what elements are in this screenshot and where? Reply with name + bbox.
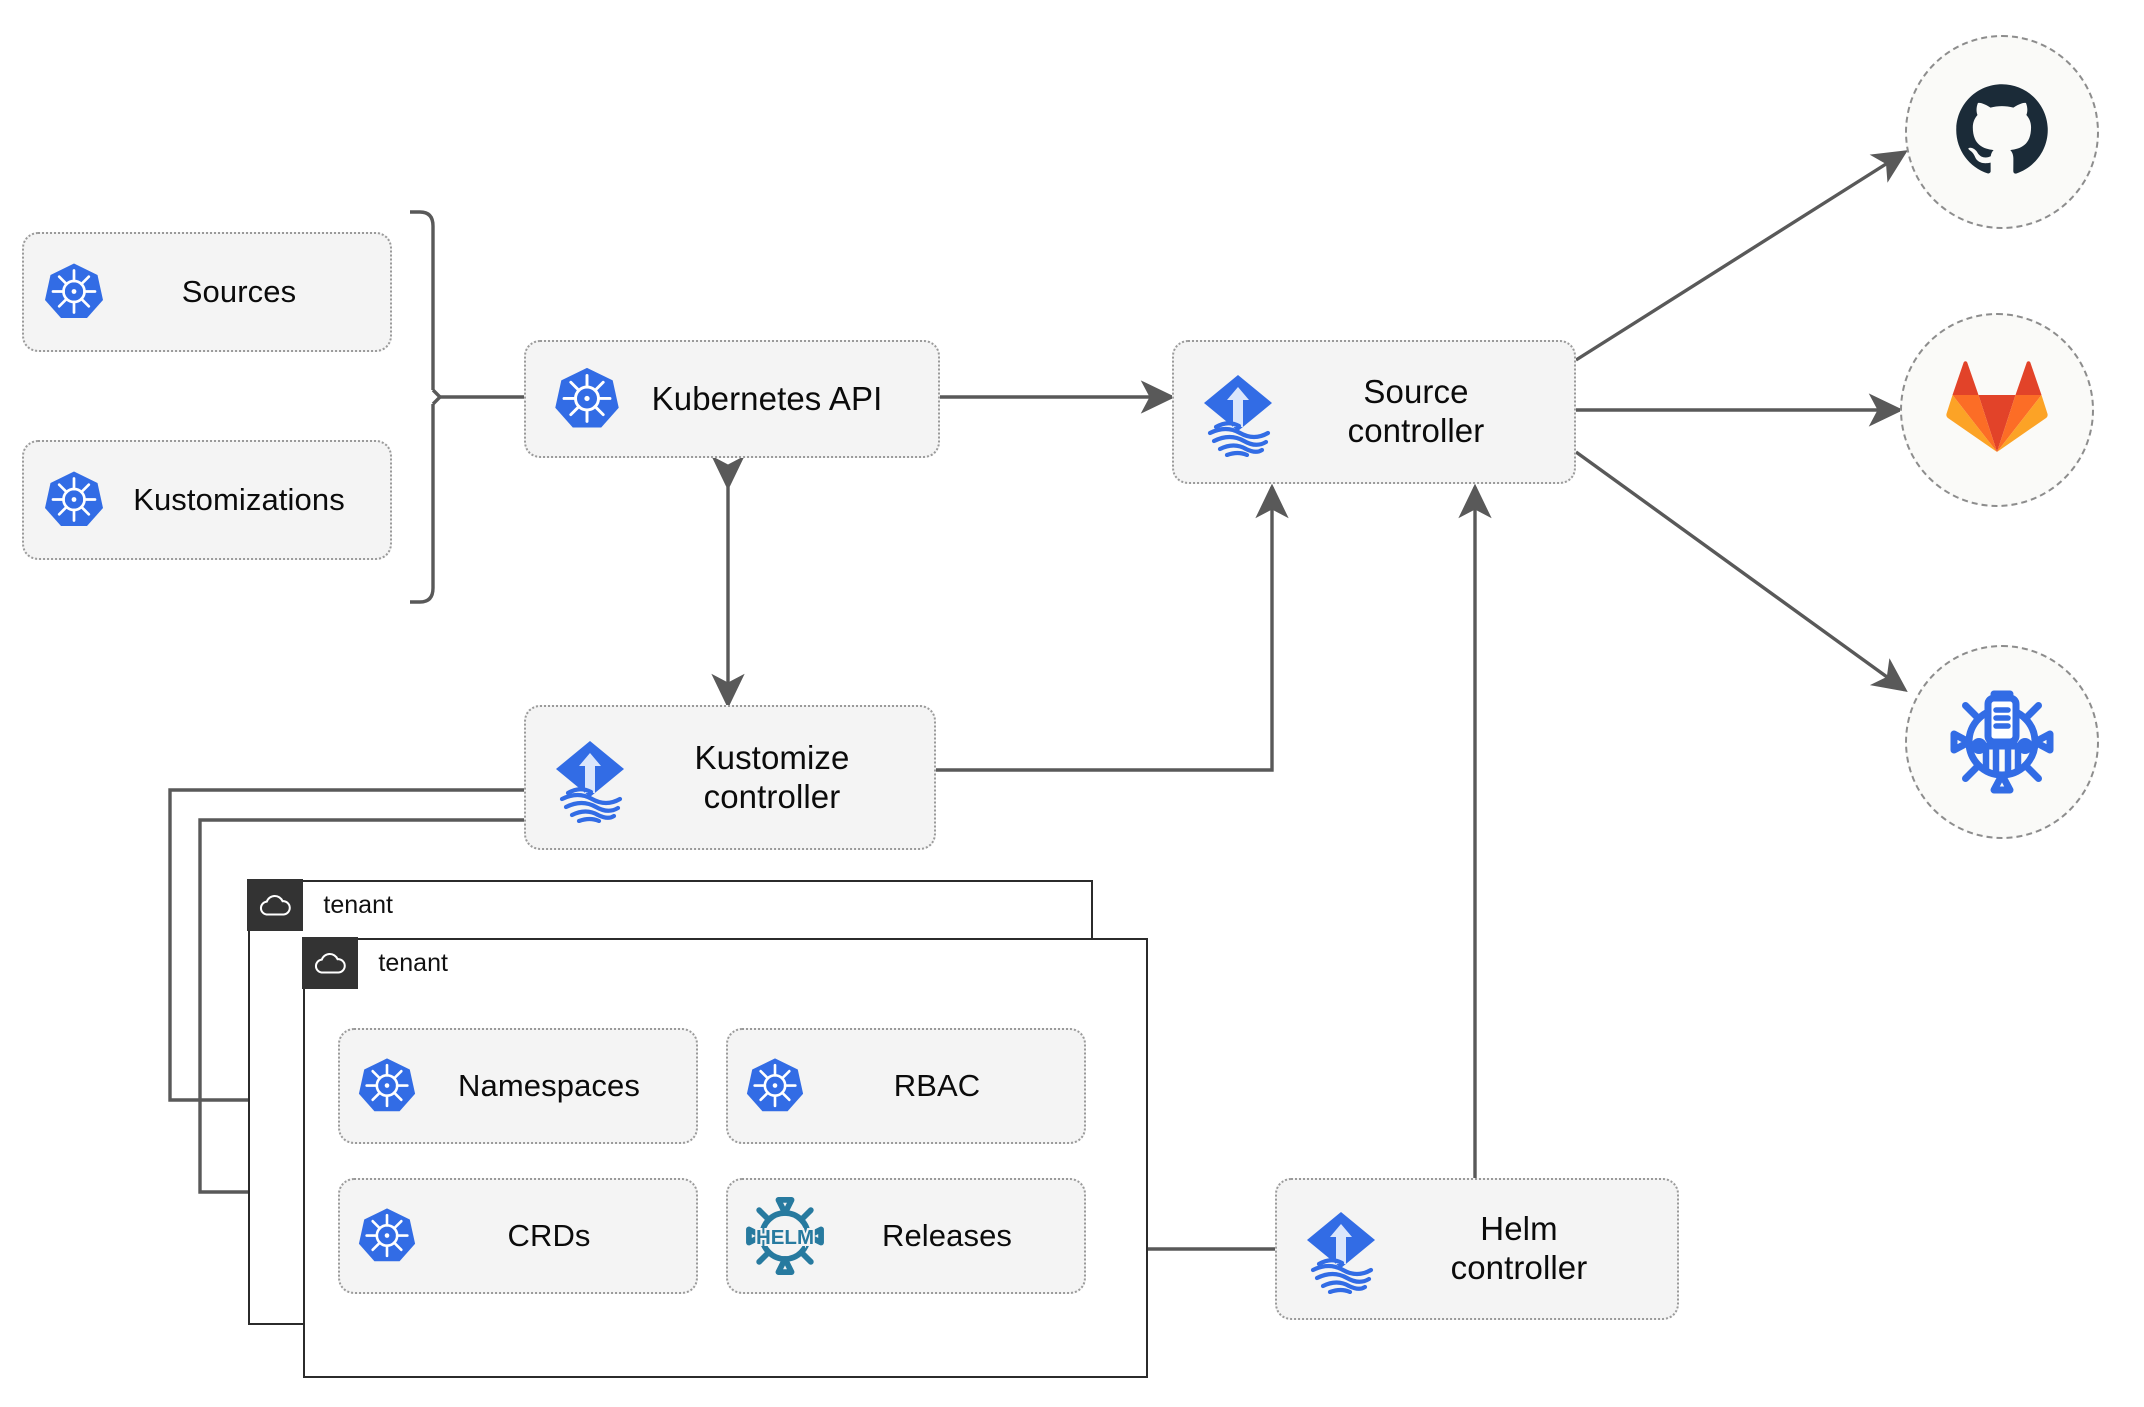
kubernetes-icon (356, 1055, 418, 1117)
node-rbac[interactable]: RBAC (726, 1028, 1086, 1144)
cloud-icon (302, 937, 359, 990)
provider-gitlab[interactable] (1900, 313, 2094, 507)
edge-source-chartrepo (1575, 450, 1908, 692)
node-helm-controller-label: Helm controller (1450, 1210, 1588, 1286)
kubernetes-icon (42, 468, 106, 532)
node-rbac-label: RBAC (893, 1067, 981, 1103)
node-kustomize-controller-label: Kustomize controller (694, 738, 850, 815)
node-releases-label: Releases (881, 1217, 1013, 1253)
flux-icon (1196, 367, 1280, 457)
node-helm-controller[interactable]: Helm controller (1275, 1178, 1679, 1320)
bracket-top (410, 210, 435, 390)
kubernetes-icon (356, 1205, 418, 1267)
gitlab-icon (1942, 356, 2052, 465)
edge-source-github (1575, 150, 1908, 362)
svg-text:HELM: HELM (756, 1226, 814, 1249)
node-crds[interactable]: CRDs (338, 1178, 698, 1294)
node-kustomizations-label: Kustomizations (133, 481, 345, 517)
kubernetes-icon (552, 364, 622, 434)
bracket-tip (431, 388, 443, 406)
node-source-controller[interactable]: Source controller (1172, 340, 1576, 484)
kubernetes-icon (744, 1055, 806, 1117)
provider-github[interactable] (1905, 35, 2099, 229)
github-icon (1950, 78, 2054, 187)
edge-kustomize-source (935, 483, 1289, 772)
helm-icon: HELM (744, 1195, 826, 1277)
bracket-bottom (410, 404, 435, 604)
node-crds-label: CRDs (507, 1217, 591, 1253)
tenant-front-header: tenant (302, 937, 448, 990)
node-kustomize-controller[interactable]: Kustomize controller (524, 705, 936, 850)
node-source-controller-label: Source controller (1347, 373, 1485, 449)
helm-repository-icon (1946, 684, 2058, 801)
node-kubernetes-api[interactable]: Kubernetes API (524, 340, 940, 458)
tenant-front-container[interactable]: tenant (302, 937, 1148, 1378)
kubernetes-icon (42, 260, 106, 324)
node-sources[interactable]: Sources (22, 232, 392, 352)
node-releases[interactable]: HELM Releases (726, 1178, 1086, 1294)
node-namespaces[interactable]: Namespaces (338, 1028, 698, 1144)
node-namespaces-label: Namespaces (458, 1067, 640, 1103)
node-kustomizations[interactable]: Kustomizations (22, 440, 392, 560)
tenant-front-label: tenant (378, 948, 448, 977)
tenant-back-label: tenant (323, 890, 393, 919)
flux-icon (1299, 1204, 1383, 1294)
cloud-icon (247, 879, 304, 932)
tenant-back-header: tenant (247, 879, 393, 932)
flux-icon (548, 733, 632, 823)
bracket-notch-a (433, 390, 447, 397)
provider-chart-repository[interactable] (1905, 645, 2099, 839)
node-kubernetes-api-label: Kubernetes API (651, 379, 883, 417)
node-sources-label: Sources (181, 273, 297, 309)
